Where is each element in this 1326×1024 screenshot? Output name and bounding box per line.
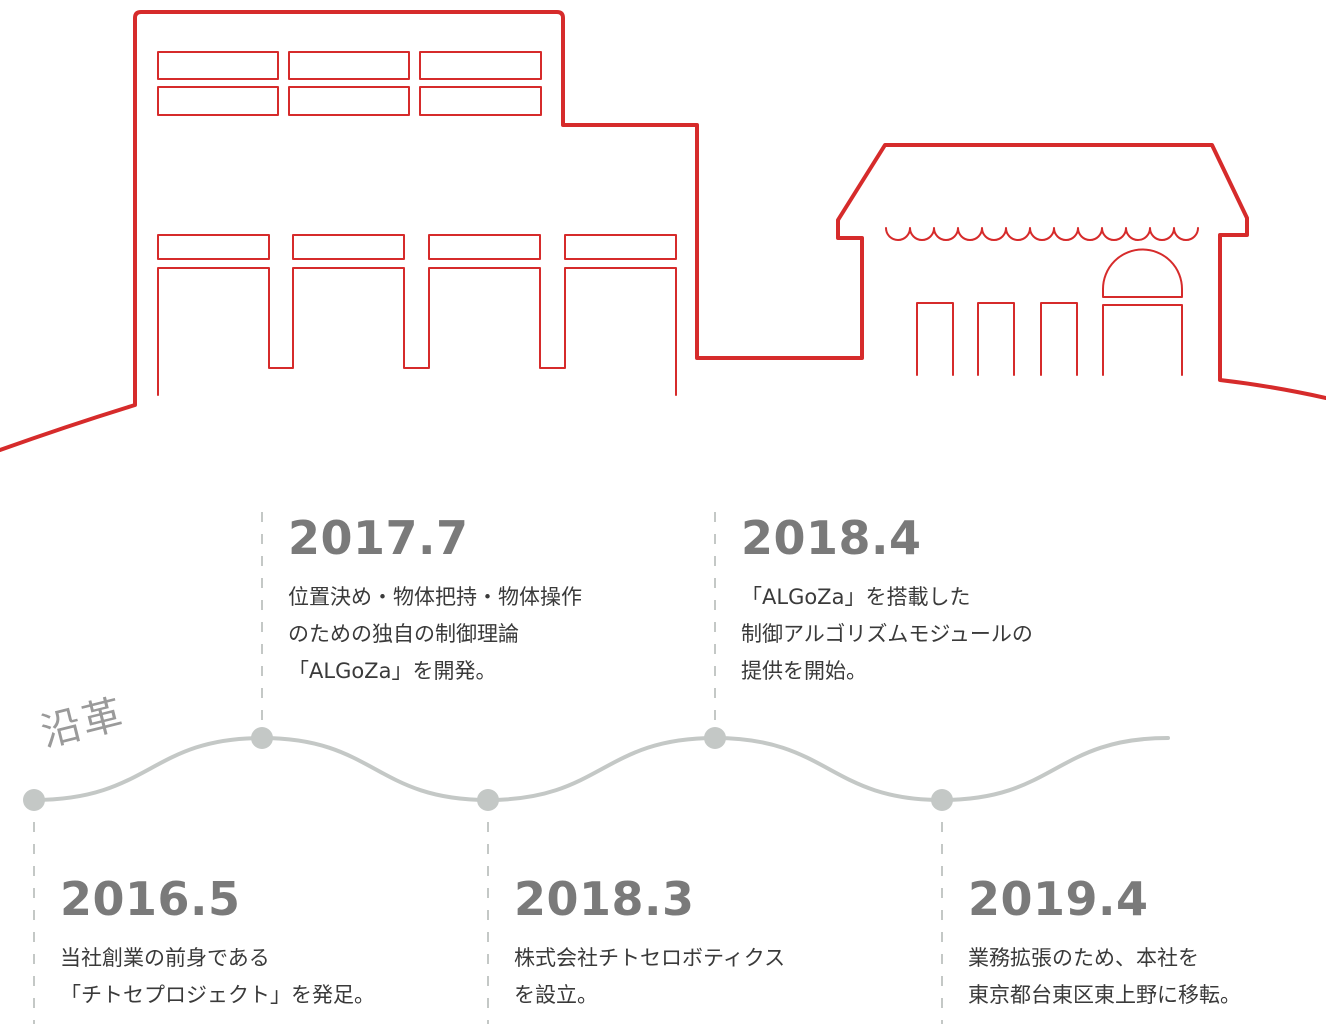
event-description-line: 業務拡張のため、本社を	[968, 946, 1199, 970]
building-illustration	[0, 10, 1326, 452]
event-description-line: 株式会社チトセロボティクス	[514, 946, 786, 970]
event-2017-7: 2017.7 位置決め・物体把持・物体操作 のための独自の制御理論 「ALGoZ…	[288, 515, 582, 690]
event-2019-4: 2019.4 業務拡張のため、本社を 東京都台東区東上野に移転。	[968, 876, 1241, 1014]
event-2018-3: 2018.3 株式会社チトセロボティクス を設立。	[514, 876, 785, 1014]
shop-windows	[916, 248, 1183, 376]
timeline-dot	[23, 789, 45, 811]
shop-awning	[885, 227, 1199, 241]
event-description: 株式会社チトセロボティクス を設立。	[514, 940, 785, 1014]
garage-doors	[157, 267, 677, 396]
event-description-line: 「ALGoZa」を開発。	[288, 659, 497, 683]
event-description-line: 「ALGoZa」を搭載した	[741, 585, 971, 609]
shop-door	[1102, 248, 1183, 376]
timeline	[23, 512, 1170, 1024]
event-description-line: を設立。	[514, 983, 598, 1007]
event-description-line: 位置決め・物体把持・物体操作	[288, 585, 582, 609]
timeline-dot	[704, 727, 726, 749]
lower-windows	[157, 234, 677, 260]
event-description-line: 「チトセプロジェクト」を発足。	[60, 983, 375, 1007]
event-description: 「ALGoZa」を搭載した 制御アルゴリズムモジュールの 提供を開始。	[741, 579, 1033, 690]
timeline-dots	[23, 727, 953, 811]
event-description: 業務拡張のため、本社を 東京都台東区東上野に移転。	[968, 940, 1241, 1014]
timeline-dot	[931, 789, 953, 811]
upper-windows	[157, 51, 542, 116]
event-description-line: 当社創業の前身である	[60, 946, 270, 970]
event-year: 2018.4	[741, 511, 922, 565]
timeline-dot	[477, 789, 499, 811]
building-outline	[0, 10, 1326, 452]
event-description: 位置決め・物体把持・物体操作 のための独自の制御理論 「ALGoZa」を開発。	[288, 579, 582, 690]
event-description-line: 制御アルゴリズムモジュールの	[741, 622, 1033, 646]
event-year: 2019.4	[968, 872, 1149, 926]
event-year: 2016.5	[60, 872, 241, 926]
event-description-line: 東京都台東区東上野に移転。	[968, 983, 1241, 1007]
event-2018-4: 2018.4 「ALGoZa」を搭載した 制御アルゴリズムモジュールの 提供を開…	[741, 515, 1033, 690]
timeline-dot	[251, 727, 273, 749]
event-description: 当社創業の前身である 「チトセプロジェクト」を発足。	[60, 940, 375, 1014]
event-2016-5: 2016.5 当社創業の前身である 「チトセプロジェクト」を発足。	[60, 876, 375, 1014]
timeline-wave	[32, 735, 1170, 803]
event-year: 2017.7	[288, 511, 469, 565]
event-description-line: 提供を開始。	[741, 659, 867, 683]
event-year: 2018.3	[514, 872, 695, 926]
event-description-line: のための独自の制御理論	[288, 622, 519, 646]
